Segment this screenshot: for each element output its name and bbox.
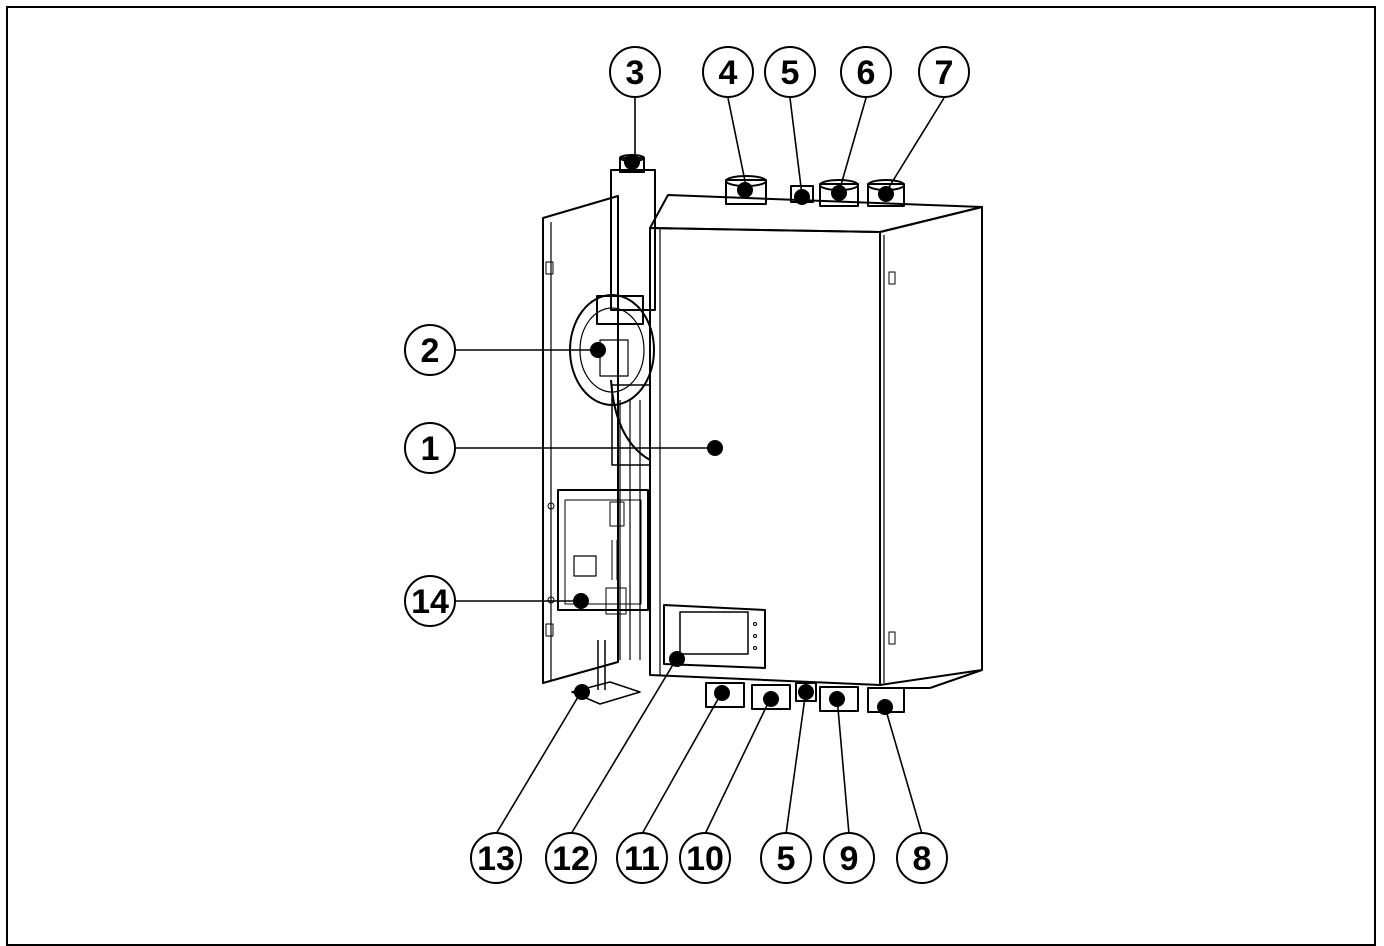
callout-label-14: 14 xyxy=(411,583,449,621)
callout-label-12: 12 xyxy=(552,840,590,878)
callout-label-5-top: 5 xyxy=(781,54,800,92)
callout-label-10: 10 xyxy=(686,840,724,878)
callout-label-9: 9 xyxy=(840,840,859,878)
display-panel xyxy=(663,604,766,669)
callout-label-11: 11 xyxy=(624,840,660,878)
callout-circles xyxy=(404,46,970,884)
boiler-diagram: 1 2 3 4 5 6 7 8 9 10 5 11 12 13 14 xyxy=(404,46,983,884)
callout-label-7: 7 xyxy=(935,54,954,92)
callout-label-5-bottom: 5 xyxy=(777,840,796,878)
callout-label-13: 13 xyxy=(477,840,515,878)
leader-lines xyxy=(454,96,945,835)
cable-bracket xyxy=(571,640,641,705)
internal-wiring xyxy=(619,400,641,660)
callout-label-2: 2 xyxy=(421,332,440,370)
callout-label-1: 1 xyxy=(421,430,440,468)
callout-dots xyxy=(573,154,894,715)
door-panel xyxy=(542,195,619,684)
callout-label-3: 3 xyxy=(626,54,645,92)
main-cabinet xyxy=(649,194,983,689)
control-box xyxy=(557,489,649,615)
callout-label-4: 4 xyxy=(719,54,738,92)
callout-label-6: 6 xyxy=(857,54,876,92)
callout-label-8: 8 xyxy=(913,840,932,878)
